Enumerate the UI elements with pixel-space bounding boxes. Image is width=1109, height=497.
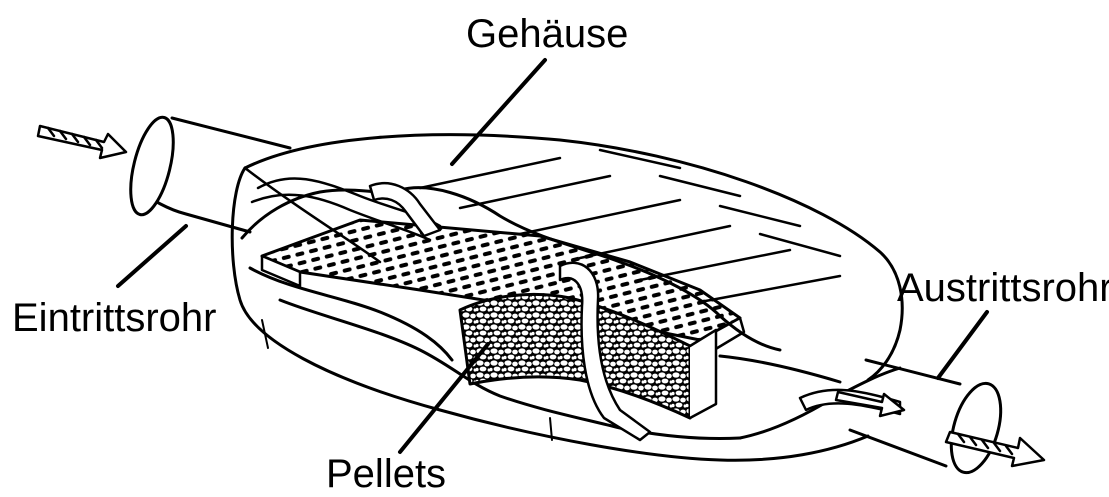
inlet-pipe — [122, 113, 290, 232]
inlet-leader-line — [118, 226, 186, 286]
outlet-leader-line — [938, 312, 987, 378]
pellets-leader-line — [400, 344, 488, 452]
housing-leader-line — [452, 60, 545, 164]
outlet-pipe-label: Austrittsrohr — [897, 266, 1109, 310]
pellets-label: Pellets — [326, 452, 446, 496]
inlet-pipe-label: Eintrittsrohr — [12, 296, 217, 340]
housing-label: Gehäuse — [466, 12, 628, 56]
